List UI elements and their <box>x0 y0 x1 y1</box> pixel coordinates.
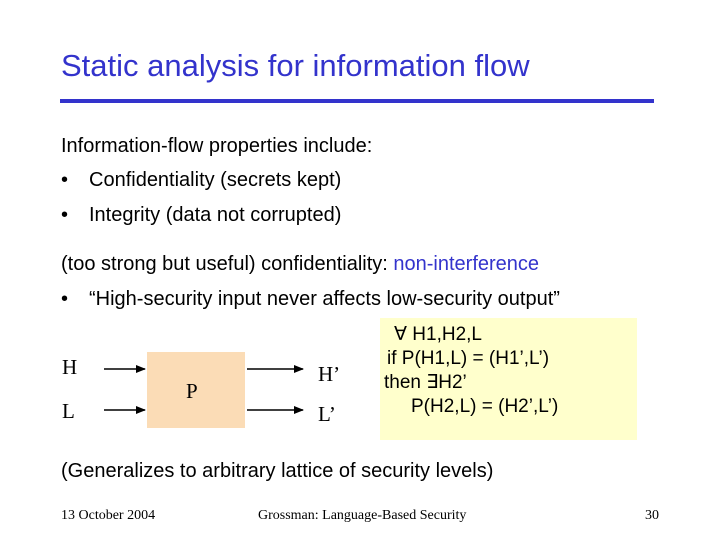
title-underline <box>60 99 654 103</box>
footer-author: Grossman: Language-Based Security <box>258 508 467 523</box>
input-low-label: L <box>62 399 75 423</box>
footer-date: 13 October 2004 <box>61 508 156 523</box>
bullet-quote-text: “High-security input never affects low-s… <box>89 288 560 310</box>
footer-page-number: 30 <box>645 508 659 523</box>
input-high-label: H <box>62 355 78 379</box>
output-low-label: L’ <box>318 402 336 426</box>
formula-line-1: ∀ H1,H2,L <box>394 324 482 345</box>
confidentiality-prefix: (too strong but useful) confidentiality: <box>61 253 394 275</box>
bullet-confidentiality-text: Confidentiality (secrets kept) <box>89 169 342 191</box>
generalization-text: (Generalizes to arbitrary lattice of sec… <box>61 460 494 482</box>
program-label: P <box>186 379 198 403</box>
bullet-glyph: • <box>61 204 69 226</box>
formula-line-3: then ∃H2’ <box>384 372 467 393</box>
bullet-glyph: • <box>61 288 69 310</box>
intro-text: Information-flow properties include: <box>61 135 373 157</box>
bullet-integrity: • Integrity (data not corrupted) <box>61 203 341 227</box>
bullet-integrity-text: Integrity (data not corrupted) <box>89 204 342 226</box>
formula-line-2: if P(H1,L) = (H1’,L’) <box>387 348 550 369</box>
program-box <box>147 352 245 428</box>
bullet-quote: • “High-security input never affects low-… <box>61 287 560 311</box>
formula-line-4: P(H2,L) = (H2’,L’) <box>411 396 559 417</box>
bullet-confidentiality: • Confidentiality (secrets kept) <box>61 168 341 192</box>
output-high-label: H’ <box>318 362 341 386</box>
confidentiality-line: (too strong but useful) confidentiality:… <box>61 252 539 276</box>
slide-title: Static analysis for information flow <box>61 48 530 83</box>
non-interference-term: non-interference <box>393 253 540 275</box>
formula-box <box>380 318 637 440</box>
bullet-glyph: • <box>61 169 69 191</box>
